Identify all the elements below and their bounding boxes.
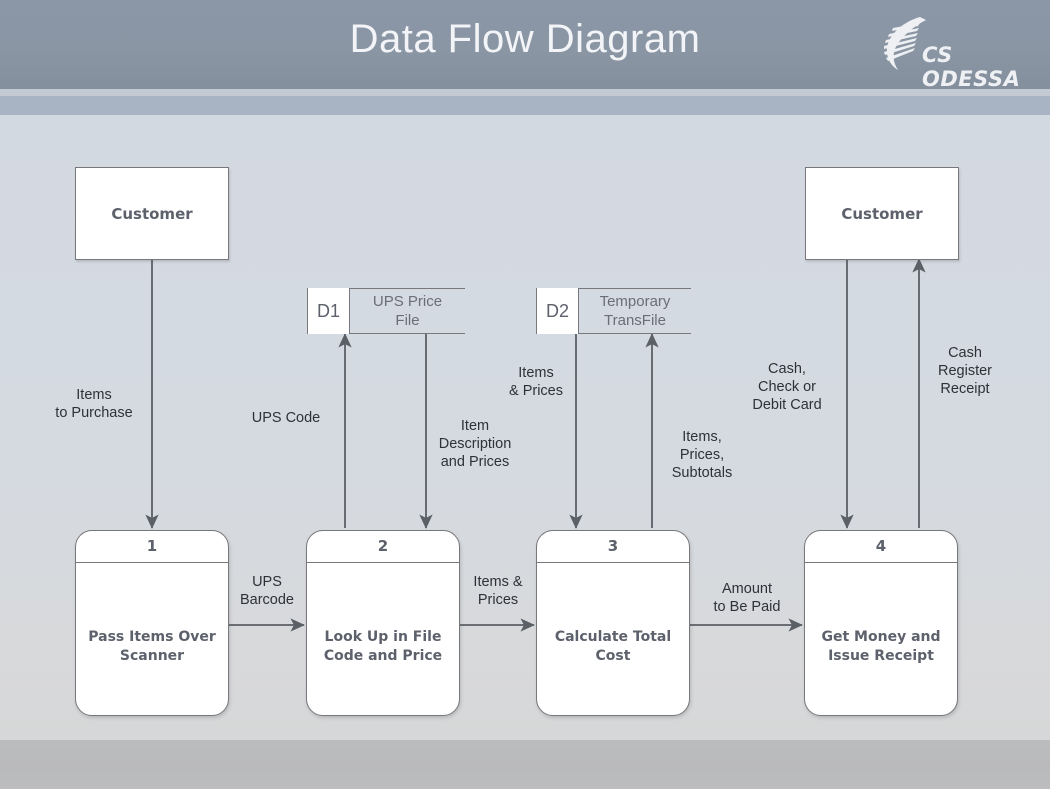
process-number: 1	[146, 537, 158, 555]
store-top-line	[307, 288, 465, 289]
flow-label-cash-check-debit: Cash, Check or Debit Card	[752, 361, 822, 413]
process-1[interactable]: 1 Pass Items Over Scanner	[75, 530, 229, 716]
flow-label-cash-register-receipt: Cash Register Receipt	[938, 345, 992, 397]
swoosh-feather-icon	[884, 17, 926, 70]
flow-label-items-and-prices-d2: Items & Prices	[509, 365, 563, 399]
flow-label-items-and-prices: Items & Prices	[473, 574, 523, 608]
process-label: Pass Items Over Scanner	[88, 629, 216, 664]
process-2[interactable]: 2 Look Up in File Code and Price	[306, 530, 460, 716]
process-label: Get Money and Issue Receipt	[821, 629, 941, 664]
store-bottom-line	[536, 333, 691, 334]
flow-label-ups-barcode: UPS Barcode	[239, 574, 294, 608]
process-3[interactable]: 3 Calculate Total Cost	[536, 530, 690, 716]
store-bottom-line	[307, 333, 465, 334]
header-bar	[0, 0, 1050, 89]
external-entity-customer-right[interactable]: Customer	[805, 167, 959, 260]
flow-label-ups-code: UPS Code	[251, 410, 321, 426]
flow-label-items-to-purchase: Items to Purchase	[55, 387, 133, 421]
process-label: Calculate Total Cost	[554, 629, 672, 664]
page-title: Data Flow Diagram	[349, 17, 701, 61]
process-divider	[537, 562, 689, 563]
entity-label: Customer	[841, 204, 923, 223]
data-store-d2[interactable]: D2 Temporary TransFile	[536, 288, 691, 334]
process-number: 3	[607, 537, 619, 555]
process-label: Look Up in File Code and Price	[323, 629, 443, 664]
process-number: 2	[377, 537, 389, 555]
process-divider	[307, 562, 459, 563]
store-name-d2: Temporary TransFile	[599, 293, 671, 329]
store-id-d1: D1	[307, 288, 350, 334]
external-entity-customer-left[interactable]: Customer	[75, 167, 229, 260]
header-accent-band	[0, 96, 1050, 115]
process-divider	[805, 562, 957, 563]
data-store-d1[interactable]: D1 UPS Price File	[307, 288, 465, 334]
logo-text: CS ODESSA	[922, 43, 1021, 91]
process-divider	[76, 562, 228, 563]
flow-label-item-description-prices: Item Description and Prices	[438, 418, 512, 470]
store-name-d1: UPS Price File	[372, 293, 443, 329]
header-separator-light	[0, 89, 1050, 96]
entity-label: Customer	[111, 204, 193, 223]
process-number: 4	[875, 537, 887, 555]
process-4[interactable]: 4 Get Money and Issue Receipt	[804, 530, 958, 716]
footer-bar	[0, 740, 1050, 789]
cs-odessa-logo: CS ODESSA	[876, 14, 1036, 91]
store-top-line	[536, 288, 691, 289]
flow-label-amount-to-be-paid: Amount to Be Paid	[713, 581, 781, 615]
flow-label-items-prices-subtotals: Items, Prices, Subtotals	[671, 429, 733, 481]
store-id-d2: D2	[536, 288, 579, 334]
